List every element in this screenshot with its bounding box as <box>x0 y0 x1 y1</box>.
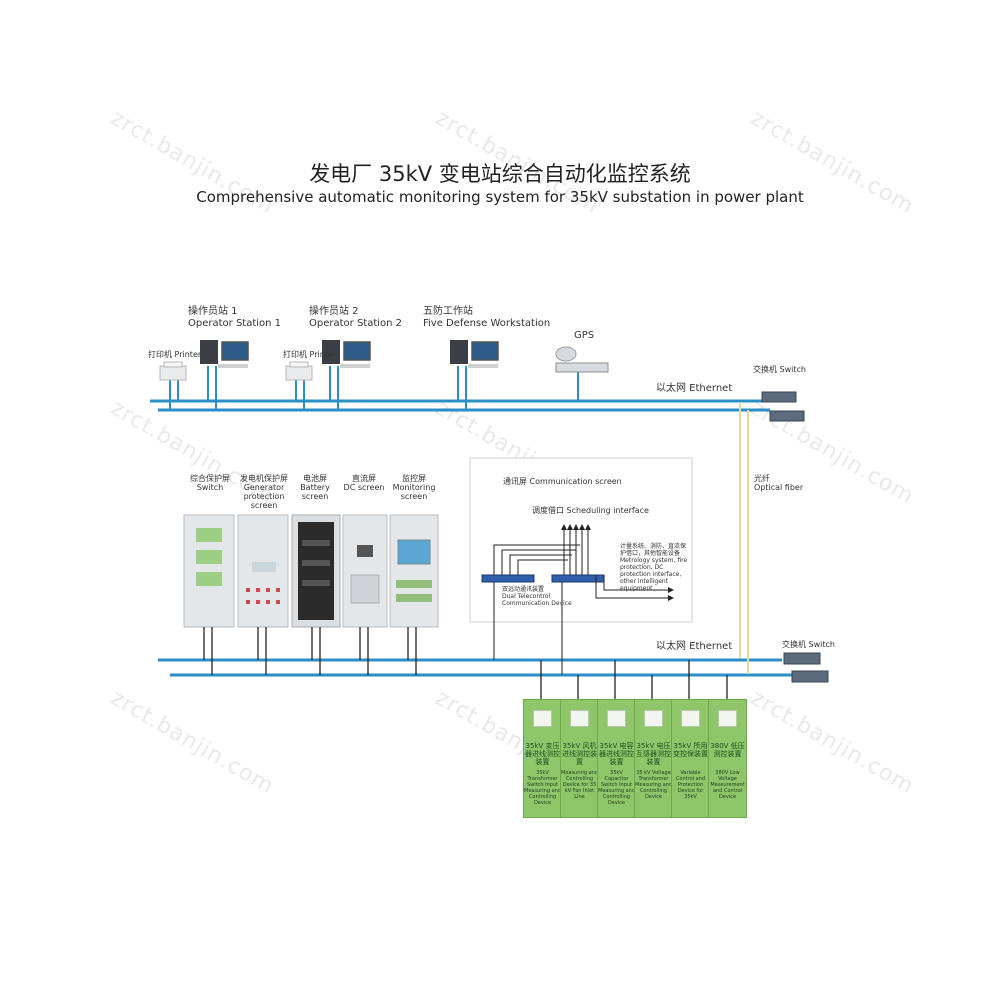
device-screen-icon <box>718 710 737 727</box>
device-screen-icon <box>533 710 552 727</box>
switch-top-1 <box>761 391 797 403</box>
printer-2-label: 打印机 Printer <box>283 350 337 359</box>
title-cn: 发电厂 35kV 变电站综合自动化监控系统 <box>309 162 691 186</box>
device-screen-icon <box>681 710 700 727</box>
printer-1-label: 打印机 Printer <box>148 350 202 359</box>
cabinet-dc <box>342 514 388 628</box>
gps-label: GPS <box>574 330 595 341</box>
device-screen-icon <box>570 710 589 727</box>
telecontrol-device-1 <box>481 574 535 583</box>
switch-bottom-1 <box>783 652 821 665</box>
cabinet-generator-protection <box>237 514 289 628</box>
device-screen-icon <box>644 710 663 727</box>
device-low-voltage: 380V 低压测控装置 380V Low Voltage Measurement… <box>708 699 747 818</box>
cabinet-monitoring <box>389 514 439 628</box>
printer-1 <box>159 361 187 381</box>
title-en: Comprehensive automatic monitoring syste… <box>196 188 804 206</box>
scheduling-label: 调度借口 Scheduling interface <box>532 506 649 515</box>
device-capacitor-input: 35kV 电容器进线测控装置 35kV Capacitor Switch Inp… <box>597 699 636 818</box>
cabinet-battery <box>291 514 341 628</box>
telecontrol-wiring <box>493 530 668 675</box>
comm-screen-box <box>469 457 693 623</box>
ethernet-top-label: 以太网 Ethernet <box>656 383 733 394</box>
device-fan-inlet: 35kV 风机进线测控装置 Measuring and Controlling … <box>560 699 599 818</box>
workstation-1 <box>200 340 249 368</box>
switch-bottom-2 <box>791 670 829 683</box>
cabinet-switch <box>183 514 235 628</box>
cabinet-drops <box>203 627 417 675</box>
switch-top-label: 交换机 Switch <box>753 365 806 374</box>
device-drops <box>540 660 728 700</box>
arrow-heads <box>561 524 674 601</box>
switch-top-2 <box>769 410 805 422</box>
workstation-2 <box>322 340 371 368</box>
gps-device <box>555 346 609 373</box>
device-variable-control: 35kV 所用变控保装置 Variable Control and Protec… <box>671 699 710 818</box>
comm-screen-label: 通讯屏 Communication screen <box>503 477 622 486</box>
workstation-3 <box>450 340 499 368</box>
switch-bottom-label: 交换机 Switch <box>782 640 835 649</box>
top-drops <box>169 366 579 410</box>
device-screen-icon <box>607 710 626 727</box>
printer-2 <box>285 361 313 381</box>
ethernet-bottom-label: 以太网 Ethernet <box>656 641 733 652</box>
